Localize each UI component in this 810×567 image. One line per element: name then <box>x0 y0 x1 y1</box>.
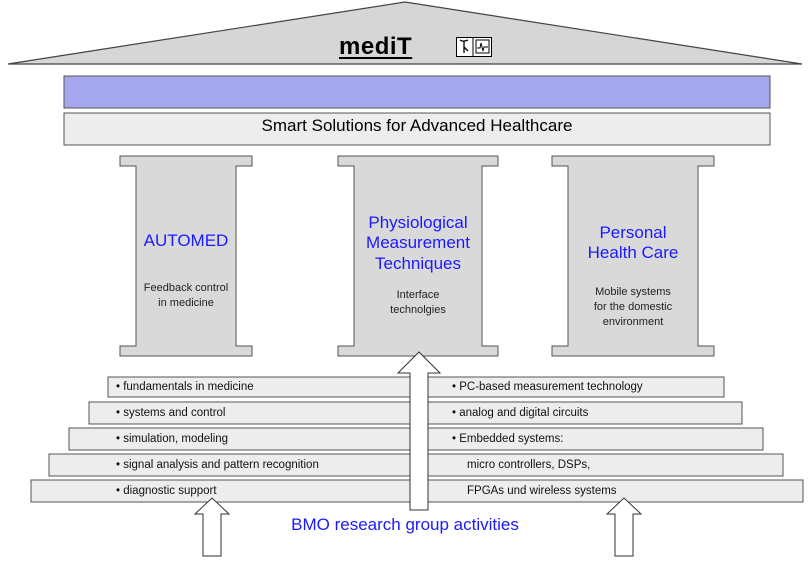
pillar-desc-personal-health: Mobile systems for the domestic environm… <box>593 286 673 328</box>
arrow-right <box>605 497 643 557</box>
pillar-automed <box>119 155 253 357</box>
pillar-desc-physiological: Interface technolgies <box>390 289 446 316</box>
step-right-4: micro controllers, DSPs, <box>467 459 591 471</box>
step-right-1: • PC-based measurement technology <box>452 381 643 393</box>
logo-text: mediT <box>339 33 413 60</box>
pillar-physiological <box>337 155 499 357</box>
step-left-1: • fundamentals in medicine <box>116 381 254 393</box>
pillar-title-automed: AUTOMED <box>143 231 229 250</box>
arrow-center <box>396 351 442 511</box>
logo-icon <box>456 37 492 57</box>
footer-caption: BMO research group activities <box>291 515 519 534</box>
arrow-left <box>193 497 231 557</box>
step-left-3: • simulation, modeling <box>116 433 229 445</box>
accent-band <box>63 75 771 109</box>
step-left-5: • diagnostic support <box>116 485 217 497</box>
step-right-3: • Embedded systems: <box>452 433 564 445</box>
pillar-personal-health <box>551 155 715 357</box>
step-right-2: • analog and digital circuits <box>452 407 589 419</box>
step-left-2: • systems and control <box>116 407 226 419</box>
temple-roof <box>7 1 803 65</box>
subtitle-band <box>63 112 771 146</box>
pillar-title-personal-health: Personal Health Care <box>587 223 679 263</box>
subtitle: Smart Solutions for Advanced Healthcare <box>261 116 573 135</box>
pillar-desc-automed: Feedback control in medicine <box>143 282 229 309</box>
step-right-5: FPGAs und wireless systems <box>467 485 617 497</box>
step-left-4: • signal analysis and pattern recognitio… <box>116 459 319 471</box>
pillar-title-physiological: Physiological Measurement Techniques <box>366 213 470 273</box>
